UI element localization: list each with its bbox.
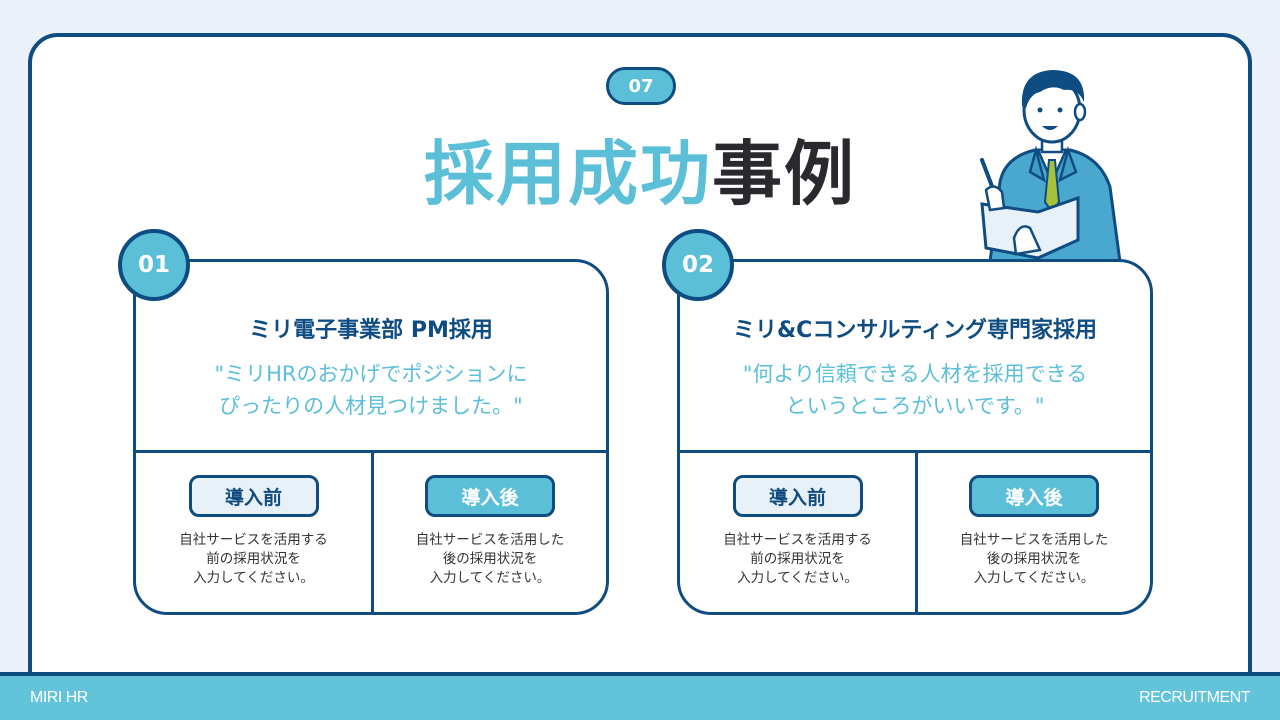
page-title: 採用成功事例 (0, 128, 1280, 220)
before-tag: 導入前 (732, 475, 863, 517)
case-card-header: ミリ&Cコンサルティング専門家採用 "何より信頼できる人材を採用できる というと… (680, 262, 1150, 453)
before-description: 自社サービスを活用する 前の採用状況を 入力してください。 (723, 532, 872, 586)
after-description: 自社サービスを活用した 後の採用状況を 入力してください。 (959, 532, 1109, 586)
case-title: ミリ&Cコンサルティング専門家採用 (732, 318, 1097, 343)
businessman-illustration-icon (980, 70, 1122, 262)
before-column: 導入前 自社サービスを活用する 前の採用状況を 入力してください。 (136, 453, 371, 612)
before-tag: 導入前 (188, 475, 319, 517)
case-card-header: ミリ電子事業部 PM採用 "ミリHRのおかげでポジションに ぴったりの人材見つけ… (136, 262, 606, 453)
after-tag: 導入後 (969, 475, 1099, 517)
before-description: 自社サービスを活用する 前の採用状況を 入力してください。 (179, 532, 328, 586)
case-number-badge: 02 (662, 229, 734, 301)
footer-bar: MIRI HR RECRUITMENT (0, 672, 1280, 720)
case-quote: "ミリHRのおかげでポジションに ぴったりの人材見つけました。" (214, 362, 528, 418)
footer-brand: MIRI HR (30, 689, 88, 706)
after-tag: 導入後 (425, 475, 555, 517)
after-description: 自社サービスを活用した 後の採用状況を 入力してください。 (415, 532, 565, 586)
before-column: 導入前 自社サービスを活用する 前の採用状況を 入力してください。 (680, 453, 915, 612)
title-dark: 事例 (712, 133, 856, 215)
case-number-badge: 01 (118, 229, 190, 301)
case-card-01: ミリ電子事業部 PM採用 "ミリHRのおかげでポジションに ぴったりの人材見つけ… (133, 259, 609, 615)
after-column: 導入後 自社サービスを活用した 後の採用状況を 入力してください。 (371, 453, 606, 612)
case-card-02: ミリ&Cコンサルティング専門家採用 "何より信頼できる人材を採用できる というと… (677, 259, 1153, 615)
case-quote: "何より信頼できる人材を採用できる というところがいいです。" (742, 362, 1088, 418)
before-after-columns: 導入前 自社サービスを活用する 前の採用状況を 入力してください。 導入後 自社… (680, 453, 1150, 612)
after-column: 導入後 自社サービスを活用した 後の採用状況を 入力してください。 (915, 453, 1150, 612)
before-after-columns: 導入前 自社サービスを活用する 前の採用状況を 入力してください。 導入後 自社… (136, 453, 606, 612)
title-accent: 採用成功 (424, 133, 712, 215)
case-title: ミリ電子事業部 PM採用 (249, 318, 493, 343)
footer-section-label: RECRUITMENT (1139, 689, 1250, 706)
section-number-pill: 07 (606, 67, 676, 105)
